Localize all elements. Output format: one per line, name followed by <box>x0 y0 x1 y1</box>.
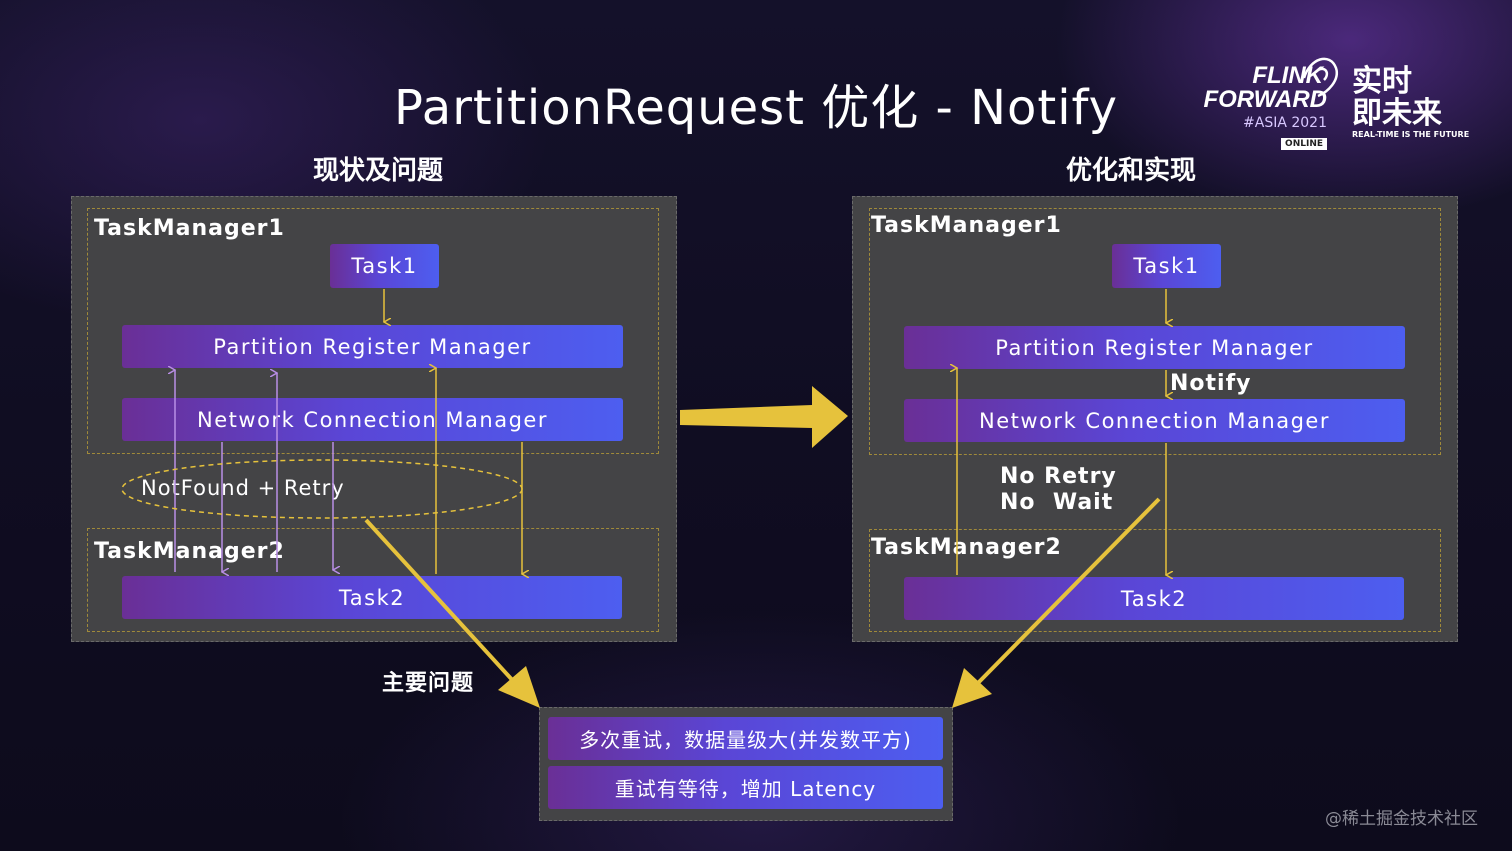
right-partition-register-manager: Partition Register Manager <box>904 326 1405 369</box>
right-task2-box: Task2 <box>904 577 1404 620</box>
left-taskmanager1-label: TaskManager1 <box>94 216 285 241</box>
right-network-connection-manager: Network Connection Manager <box>904 399 1405 442</box>
left-task2-box: Task2 <box>122 576 622 619</box>
logo-online-badge: ONLINE <box>1281 138 1327 150</box>
logo-asia-text: #ASIA 2021 <box>1243 115 1327 131</box>
left-to-problems-arrow-shaft <box>364 518 517 685</box>
transition-arrow <box>680 386 848 448</box>
notify-label: Notify <box>1170 371 1252 396</box>
right-to-problems-arrowhead <box>952 668 992 708</box>
left-partition-register-manager: Partition Register Manager <box>122 325 623 368</box>
notfound-retry-ellipse <box>121 459 523 519</box>
left-task1-box: Task1 <box>330 244 439 288</box>
watermark: @稀土掘金技术社区 <box>1325 809 1478 829</box>
logo-tagline: REAL-TIME IS THE FUTURE <box>1352 130 1470 139</box>
left-taskmanager2-label: TaskManager2 <box>94 539 285 564</box>
no-retry-label: No Retry <box>1000 464 1117 489</box>
no-wait-label: No Wait <box>1000 490 1114 515</box>
right-taskmanager1-label: TaskManager1 <box>871 213 1062 238</box>
problem-item-2: 重试有等待，增加 Latency <box>548 766 943 809</box>
left-to-problems-arrowhead <box>498 666 540 708</box>
right-task1-box: Task1 <box>1112 244 1221 288</box>
left-network-connection-manager: Network Connection Manager <box>122 398 623 441</box>
right-taskmanager2-box <box>869 529 1441 632</box>
right-taskmanager1-box <box>869 208 1441 455</box>
problem-item-1: 多次重试，数据量级大(并发数平方) <box>548 717 943 760</box>
main-problems-label: 主要问题 <box>382 671 475 696</box>
logo-cn-line2: 即未来 <box>1352 96 1442 131</box>
page-title: PartitionRequest 优化 - Notify <box>393 80 1118 136</box>
left-heading: 现状及问题 <box>313 156 444 186</box>
right-taskmanager2-label: TaskManager2 <box>871 535 1062 560</box>
left-taskmanager1-box <box>87 208 659 454</box>
realtime-logo: 实时 即未来 REAL-TIME IS THE FUTURE <box>1352 64 1470 140</box>
right-to-problems-arrow-shaft <box>976 497 1161 685</box>
logo-cn-line1: 实时 <box>1352 64 1412 99</box>
right-heading: 优化和实现 <box>1066 156 1197 186</box>
